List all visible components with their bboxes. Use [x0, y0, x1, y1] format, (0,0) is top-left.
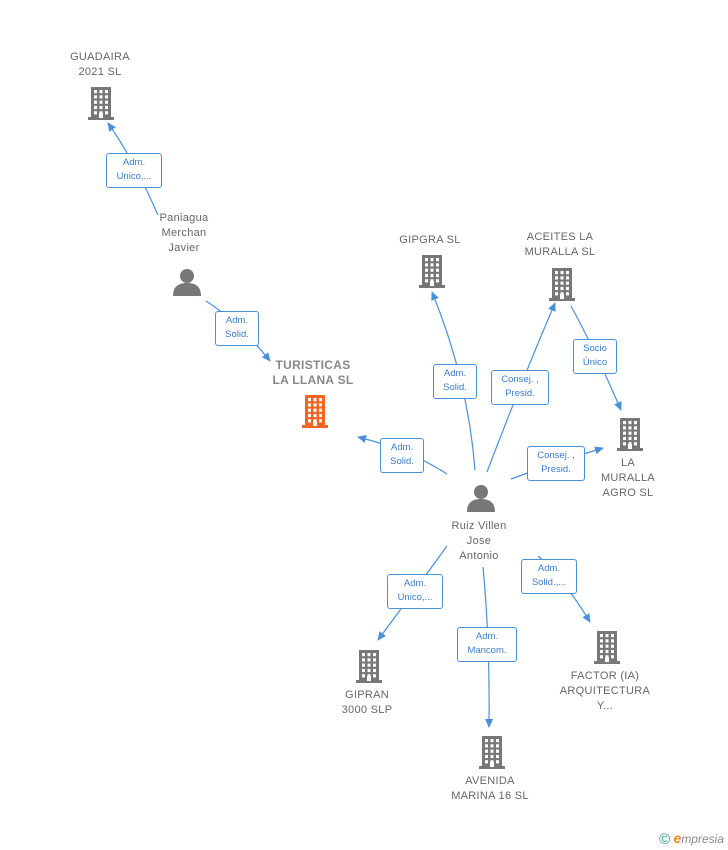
edge-label-ruiz-factor[interactable]: Adm. Solid.,...: [521, 559, 577, 594]
building-icon: [617, 418, 643, 451]
edge-label-ruiz-aceites[interactable]: Consej. , Presid.: [491, 370, 549, 405]
node-guadaira[interactable]: [86, 85, 116, 126]
building-icon: [88, 87, 114, 120]
node-label-turisticas[interactable]: TURISTICAS LA LLANA SL: [272, 358, 354, 387]
edge-label-ruiz-turisticas[interactable]: Adm. Solid.: [380, 438, 424, 473]
node-label-avenida[interactable]: AVENIDA MARINA 16 SL: [451, 775, 529, 802]
edge-label-aceites-lamuralla[interactable]: Socio Único: [573, 339, 617, 374]
edge-label-paniagua-turisticas[interactable]: Adm. Solid.: [215, 311, 259, 346]
edge-label-paniagua-guadaira[interactable]: Adm. Unico,...: [106, 153, 162, 188]
building-icon: [356, 650, 382, 683]
node-ruiz[interactable]: [466, 483, 496, 518]
node-lamuralla[interactable]: [615, 416, 645, 457]
node-aceites[interactable]: [547, 266, 577, 307]
edge-label-ruiz-gipran[interactable]: Adm. Unico,...: [387, 574, 443, 609]
node-label-paniagua[interactable]: Paniagua Merchan Javier: [159, 212, 209, 254]
node-turisticas[interactable]: [300, 393, 330, 434]
node-label-guadaira[interactable]: GUADAIRA 2021 SL: [70, 51, 130, 78]
node-label-gipran[interactable]: GIPRAN 3000 SLP: [341, 689, 393, 716]
node-label-factor[interactable]: FACTOR (IA) ARQUITECTURA Y...: [559, 670, 651, 712]
building-icon: [302, 395, 328, 428]
person-icon: [467, 485, 495, 512]
node-avenida[interactable]: [477, 734, 507, 775]
building-icon: [419, 255, 445, 288]
node-label-lamuralla[interactable]: LA MURALLA AGRO SL: [600, 457, 656, 499]
edge-label-ruiz-lamuralla[interactable]: Consej. , Presid.: [527, 446, 585, 481]
node-gipran[interactable]: [354, 648, 384, 689]
building-icon: [479, 736, 505, 769]
copyright-icon: ©: [659, 831, 671, 848]
building-icon: [594, 631, 620, 664]
node-label-gipgra[interactable]: GIPGRA SL: [399, 234, 461, 246]
building-icon: [549, 268, 575, 301]
node-factor[interactable]: [592, 629, 622, 670]
empresia-logo: © empresia: [659, 830, 724, 848]
node-paniagua[interactable]: [172, 267, 202, 302]
node-label-ruiz[interactable]: Ruiz Villen Jose Antonio: [451, 520, 507, 562]
person-icon: [173, 269, 201, 296]
edge-label-ruiz-gipgra[interactable]: Adm. Solid.: [433, 364, 477, 399]
node-label-aceites[interactable]: ACEITES LA MURALLA SL: [524, 231, 596, 258]
edge-label-ruiz-avenida[interactable]: Adm. Mancom.: [457, 627, 517, 662]
node-gipgra[interactable]: [417, 253, 447, 294]
